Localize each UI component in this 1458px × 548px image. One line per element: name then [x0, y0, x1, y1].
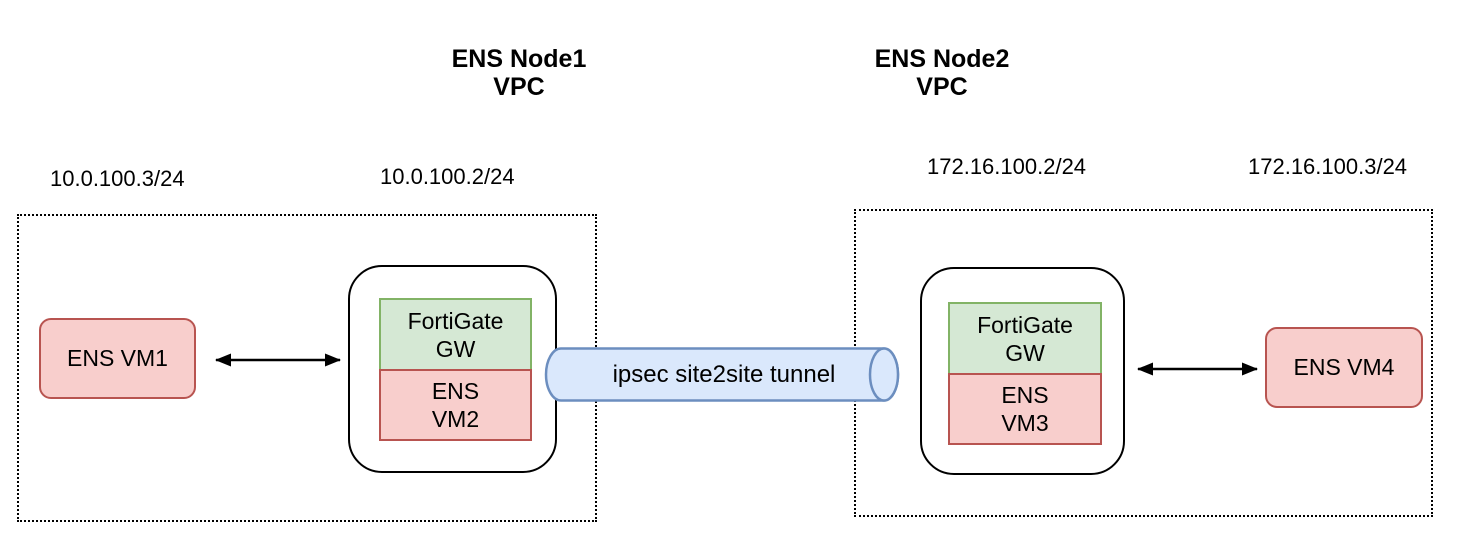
ip-label-node2-gw: 172.16.100.2/24: [927, 154, 1087, 179]
ens-vm3-label: ENS VM3: [1001, 382, 1049, 436]
node2-fortigate-gw-node: FortiGate GW: [948, 302, 1102, 375]
ip-label-vm1: 10.0.100.3/24: [50, 166, 185, 191]
ip-label-vm4: 172.16.100.3/24: [1248, 154, 1408, 179]
ens-vm2-node: ENS VM2: [379, 369, 532, 441]
ip-label-node1-gw: 10.0.100.2/24: [380, 164, 515, 189]
ens-vm3-node: ENS VM3: [948, 373, 1102, 445]
node1-vpc-title: ENS Node1 VPC: [451, 45, 587, 101]
node1-fortigate-gw-node: FortiGate GW: [379, 298, 532, 371]
node2-vpc-title: ENS Node2 VPC: [874, 45, 1010, 101]
ens-vm2-label: ENS VM2: [431, 378, 480, 432]
ens-vm4-node: ENS VM4: [1265, 327, 1423, 408]
ipsec-tunnel-label-text: ipsec site2site tunnel: [612, 360, 836, 388]
ens-vm4-label: ENS VM4: [1293, 354, 1395, 380]
ens-vm1-label: ENS VM1: [67, 345, 168, 371]
ipsec-tunnel-label: ipsec site2site tunnel: [548, 349, 900, 400]
ens-vm1-node: ENS VM1: [39, 318, 196, 399]
node2-fortigate-gw-label: FortiGate GW: [977, 311, 1073, 366]
node1-fortigate-gw-label: FortiGate GW: [407, 307, 504, 362]
ipsec-tunnel-end-rim: [868, 347, 900, 402]
